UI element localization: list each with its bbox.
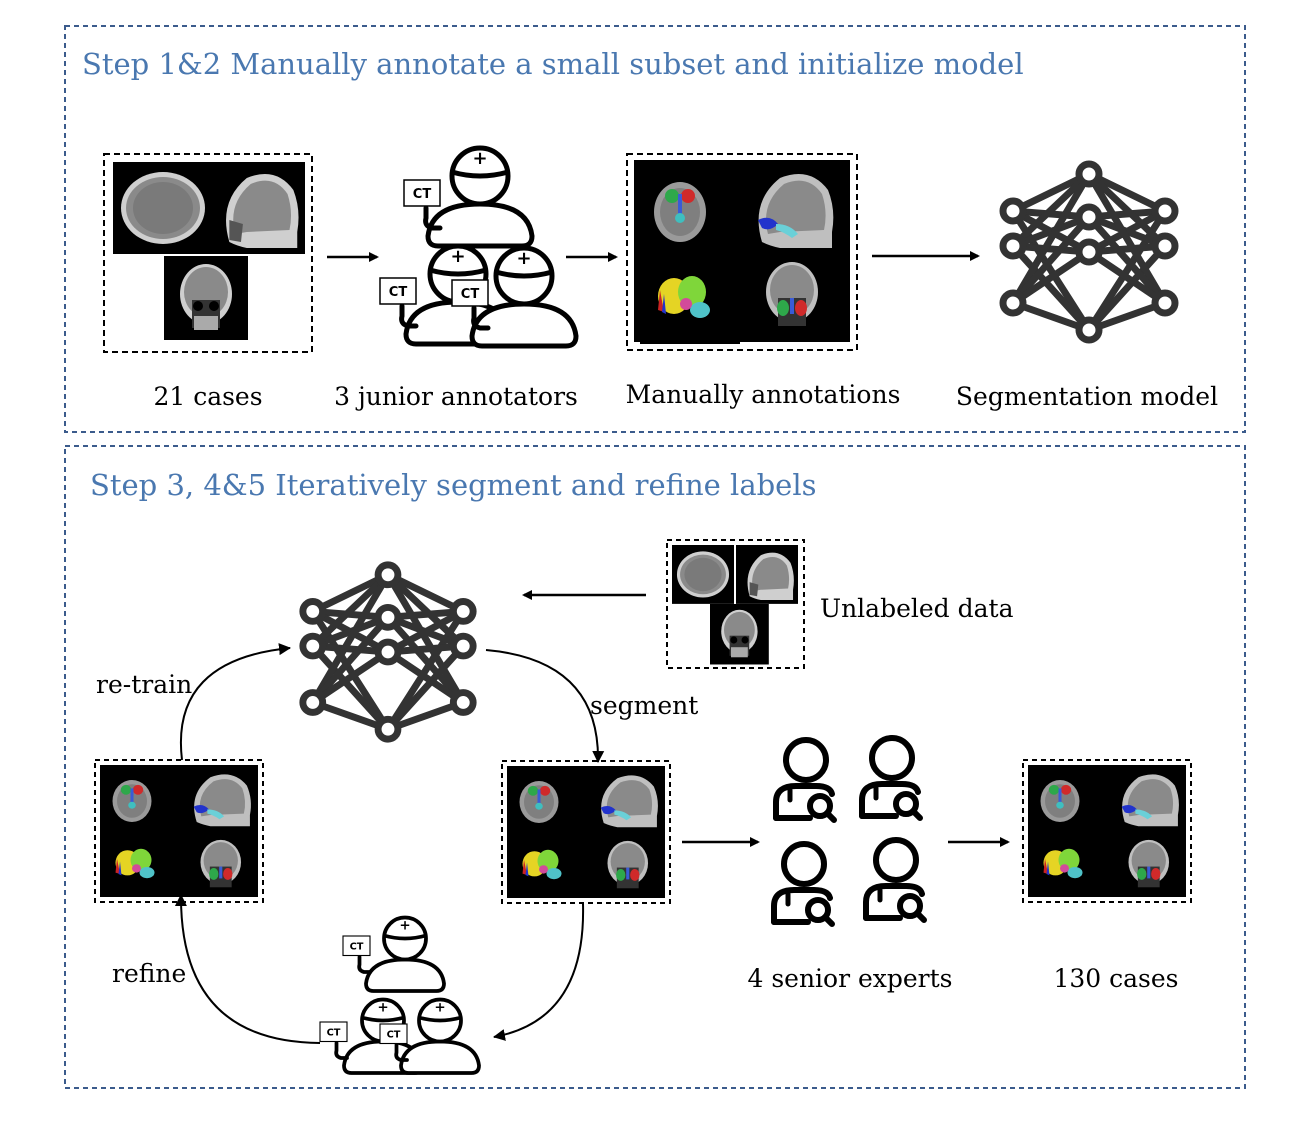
svg-text:CT: CT	[413, 187, 432, 202]
junior-annotator-icon: CT CT CT	[318, 915, 481, 1075]
panel-title-step-1-2: Step 1&2 Manually annotate a small subse…	[82, 47, 1024, 81]
caption-cases: 21 cases	[153, 382, 262, 411]
caption-final-cases: 130 cases	[1053, 964, 1178, 993]
panel-step-1-2	[64, 25, 1246, 433]
senior-expert-icon	[774, 738, 924, 924]
caption-refine: refine	[112, 959, 186, 988]
caption-annotators: 3 junior annotators	[334, 382, 578, 411]
neural-network-icon	[303, 565, 473, 739]
caption-segment: segment	[590, 691, 698, 720]
panel-step-3-4-5	[64, 445, 1246, 1089]
svg-text:CT: CT	[387, 1030, 401, 1041]
arrow-refine	[174, 894, 321, 1044]
svg-text:CT: CT	[327, 1028, 341, 1039]
neural-network-icon	[1003, 164, 1175, 340]
caption-retrain: re-train	[96, 670, 192, 699]
caption-annotations: Manually annotations	[626, 380, 901, 409]
caption-unlabeled: Unlabeled data	[820, 594, 1014, 623]
annotated-ct-scan-thumbnail	[501, 760, 671, 904]
svg-text:CT: CT	[461, 287, 480, 302]
caption-experts: 4 senior experts	[747, 964, 952, 993]
annotated-ct-scan-thumbnail	[94, 759, 264, 903]
brain-ct-scan-thumbnail	[666, 539, 805, 669]
panel-title-step-3-4-5: Step 3, 4&5 Iteratively segment and refi…	[90, 468, 817, 502]
brain-ct-scan-thumbnail	[103, 153, 313, 353]
arrow-segment	[485, 649, 605, 763]
svg-text:CT: CT	[350, 942, 364, 953]
caption-model: Segmentation model	[956, 382, 1218, 411]
annotated-ct-scan-thumbnail	[1022, 759, 1192, 903]
annotated-ct-scan-thumbnail	[626, 153, 858, 351]
arrow-retrain	[179, 643, 291, 761]
arrow-to-refine-annotators	[493, 903, 585, 1041]
svg-text:CT: CT	[389, 285, 408, 300]
junior-annotator-icon: CT CT CT	[380, 148, 576, 346]
